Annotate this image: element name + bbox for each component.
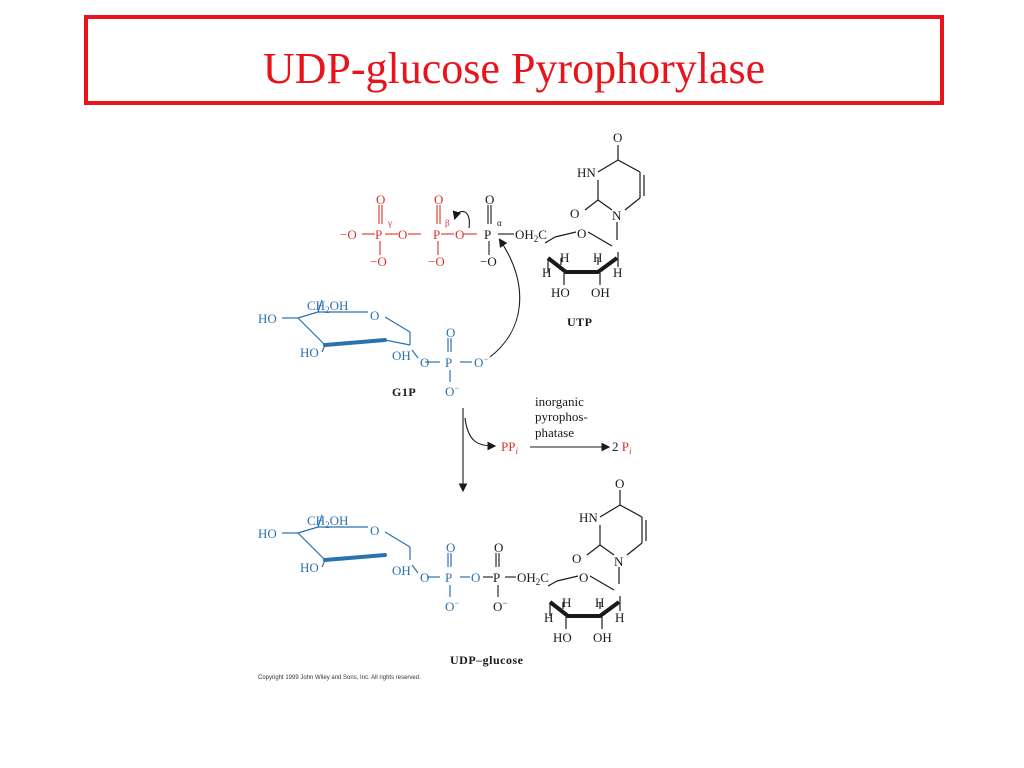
utp-alpha-label: α xyxy=(497,218,502,228)
udpg-p2-o-top: O xyxy=(494,540,503,555)
utp-name: UTP xyxy=(567,315,593,329)
g1p-ring-o: O xyxy=(370,308,379,323)
enzyme-line-2: pyrophos- xyxy=(535,409,588,424)
udpg-o2: O xyxy=(471,570,480,585)
udpg-ribose-o: O xyxy=(579,570,588,585)
utp-alpha-o-bot: −O xyxy=(480,254,497,269)
utp-o1: O xyxy=(398,227,407,242)
udpg-p2-bonds xyxy=(483,553,516,597)
g1p-ch2oh: CH2OH xyxy=(307,298,348,315)
reaction-arrows xyxy=(458,408,611,493)
g1p-p: P xyxy=(445,355,452,370)
utp-p-alpha: P xyxy=(484,227,491,242)
utp-uracil-o-top: O xyxy=(613,130,622,145)
udpg-ring-bold-edge xyxy=(323,553,387,562)
utp-beta-o-top: O xyxy=(434,192,443,207)
enzyme-line-3: phatase xyxy=(535,425,574,440)
utp-ribose-oh: OH xyxy=(591,285,610,300)
utp-gamma-o-bot: −O xyxy=(370,254,387,269)
udpg-uracil-hn: HN xyxy=(579,510,598,525)
udpg-ribose-h3: H xyxy=(544,610,553,625)
utp-uracil-o-left: O xyxy=(570,206,579,221)
utp-ribose-h1: H xyxy=(560,250,569,265)
udpg-ribose-h4: H xyxy=(615,610,624,625)
udpg-o1: O xyxy=(420,570,429,585)
udpg-ribose-oh: OH xyxy=(593,630,612,645)
udpg-p1-o-bot: O− xyxy=(445,598,459,614)
udpg-p2: P xyxy=(493,570,500,585)
udpg-ho2: HO xyxy=(300,560,319,575)
utp-gamma-label: γ xyxy=(387,218,392,228)
udpg-ring-o: O xyxy=(370,523,379,538)
g1p-name: G1P xyxy=(392,385,416,399)
enzyme-line-1: inorganic xyxy=(535,394,584,409)
utp-alpha-o-top: O xyxy=(485,192,494,207)
g1p-o-minus: O− xyxy=(474,354,488,370)
utp-nucleophile-arrow xyxy=(452,210,470,229)
g1p-o-top: O xyxy=(446,325,455,340)
utp-ribose-h4: H xyxy=(613,265,622,280)
utp-gamma-o-top: O xyxy=(376,192,385,207)
utp-beta-label: β xyxy=(445,218,450,228)
udp-glucose-molecule: CH2OH HO O HO OH O P O O− O P O O− OH2C xyxy=(258,476,647,667)
udpg-uracil-o-top: O xyxy=(615,476,624,491)
udpg-uracil-ring xyxy=(586,490,647,584)
udpg-ribose xyxy=(547,575,621,629)
slide-title: UDP-glucose Pyrophorylase xyxy=(262,44,766,93)
udpg-p1-o-top: O xyxy=(446,540,455,555)
utp-triphosphate-bonds xyxy=(362,205,477,255)
utp-ribose-h3: H xyxy=(542,265,551,280)
product-pi: 2 Pi xyxy=(612,439,632,456)
utp-uracil-ring xyxy=(584,145,645,240)
g1p-ring-bold-edge xyxy=(323,338,387,347)
utp-minus-o: −O xyxy=(340,227,357,242)
udp-glucose-name: UDP–glucose xyxy=(450,653,524,667)
udpg-oh2c: OH2C xyxy=(517,570,549,587)
g1p-ho1: HO xyxy=(258,311,277,326)
udpg-ribose-h1: H xyxy=(562,595,571,610)
utp-ribose-ho: HO xyxy=(551,285,570,300)
udpg-ribose-bold-edge xyxy=(548,600,621,618)
g1p-ho2: HO xyxy=(300,345,319,360)
g1p-o-link: O xyxy=(420,355,429,370)
utp-p-beta: P xyxy=(433,227,440,242)
utp-ribose-o: O xyxy=(577,226,586,241)
udpg-oh: OH xyxy=(392,563,411,578)
g1p-o-bot: O− xyxy=(445,383,459,399)
utp-alpha-bonds xyxy=(487,205,514,255)
udpg-p2-o-bot: O− xyxy=(493,598,507,614)
udpg-ribose-h2: H xyxy=(595,595,604,610)
attack-arrow xyxy=(489,238,521,358)
utp-ribose-bold-edge xyxy=(546,256,619,274)
udpg-ch2oh: CH2OH xyxy=(307,513,348,530)
udpg-ribose-ho: HO xyxy=(553,630,572,645)
utp-uracil-hn: HN xyxy=(577,165,596,180)
udpg-ho1: HO xyxy=(258,526,277,541)
utp-p-gamma: P xyxy=(375,227,382,242)
utp-beta-o-bot: −O xyxy=(428,254,445,269)
udpg-uracil-n: N xyxy=(614,554,624,569)
utp-o2: O xyxy=(455,227,464,242)
g1p-oh: OH xyxy=(392,348,411,363)
utp-molecule: O HN O N −O P γ O P β O P α OH2C O xyxy=(340,130,645,329)
udpg-uracil-o-left: O xyxy=(572,551,581,566)
copyright-notice: Copyright 1999 John Wiley and Sons, Inc.… xyxy=(258,675,421,681)
g1p-molecule: CH2OH HO O HO OH O P O O− O− G1P xyxy=(258,298,488,399)
udpg-p1: P xyxy=(445,570,452,585)
utp-uracil-n: N xyxy=(612,208,622,223)
utp-oh2c: OH2C xyxy=(515,227,547,244)
ppi-label: PPi xyxy=(501,439,518,456)
utp-ribose-h2: H xyxy=(593,250,602,265)
g1p-ring-thin xyxy=(282,299,472,382)
title-box: UDP-glucose Pyrophorylase xyxy=(84,15,944,105)
